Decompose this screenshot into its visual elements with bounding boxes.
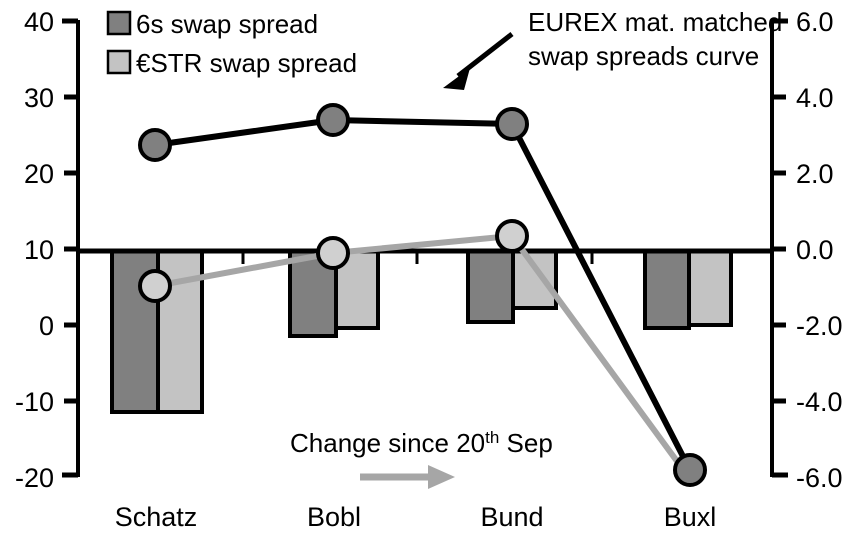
marker-eurex-bund bbox=[495, 107, 529, 141]
marker-change-bobl bbox=[316, 236, 350, 270]
right-tick-4: 4.0 bbox=[796, 83, 834, 113]
category-labels: Schatz Bobl Bund Buxl bbox=[115, 502, 717, 532]
annotation-change-callout: Change since 20th Sep bbox=[290, 428, 553, 489]
annotation-eurex-line2: swap spreads curve bbox=[528, 41, 759, 71]
right-tick-neg2: -2.0 bbox=[796, 311, 843, 341]
marker-eurex-buxl bbox=[673, 453, 707, 487]
bar-group-bobl bbox=[288, 249, 380, 338]
bar-group-buxl bbox=[643, 249, 733, 330]
right-tick-6: 6.0 bbox=[796, 7, 834, 37]
category-label-bund: Bund bbox=[480, 502, 543, 532]
legend: 6s swap spread €STR swap spread bbox=[106, 9, 357, 78]
bar-6s-bund bbox=[466, 249, 515, 324]
arrow-right-icon bbox=[360, 465, 455, 489]
annotation-change-superscript: th bbox=[485, 428, 499, 447]
left-tick-20: 20 bbox=[24, 159, 54, 189]
marker-eurex-schatz bbox=[138, 128, 172, 162]
category-label-buxl: Buxl bbox=[664, 502, 717, 532]
annotation-eurex-callout: EUREX mat. matched swap spreads curve bbox=[443, 7, 782, 90]
legend-swatch-6s-swap-spread bbox=[106, 10, 132, 36]
category-label-schatz: Schatz bbox=[115, 502, 198, 532]
left-axis-tick-labels: 40 30 20 10 0 -10 -20 bbox=[15, 7, 54, 493]
markers-change-since-20sep bbox=[138, 219, 529, 303]
right-tick-neg6: -6.0 bbox=[796, 463, 843, 493]
bar-estr-bund bbox=[511, 249, 558, 310]
bar-estr-bobl bbox=[334, 249, 380, 330]
line-eurex-swap-spreads bbox=[152, 117, 693, 473]
annotation-change-text-before: Change since 20 bbox=[290, 428, 485, 458]
legend-swatch-estr-swap-spread bbox=[106, 49, 132, 75]
arrow-down-left-icon bbox=[443, 32, 514, 90]
line-change-since-20sep bbox=[152, 233, 693, 482]
annotation-change-text-after: Sep bbox=[499, 428, 553, 458]
right-tick-2: 2.0 bbox=[796, 159, 834, 189]
left-tick-neg10: -10 bbox=[15, 387, 54, 417]
right-tick-neg4: -4.0 bbox=[796, 387, 843, 417]
category-label-bobl: Bobl bbox=[307, 502, 361, 532]
marker-change-schatz bbox=[138, 269, 172, 303]
bar-group-bund bbox=[466, 249, 558, 324]
left-tick-10: 10 bbox=[24, 235, 54, 265]
annotation-change-text: Change since 20th Sep bbox=[290, 428, 553, 458]
left-tick-0: 0 bbox=[39, 311, 54, 341]
legend-label-estr-swap-spread: €STR swap spread bbox=[136, 48, 357, 78]
marker-change-bund bbox=[495, 219, 529, 253]
right-tick-0: 0.0 bbox=[796, 235, 834, 265]
annotation-eurex-line1: EUREX mat. matched bbox=[528, 7, 782, 37]
right-axis-tick-labels: 6.0 4.0 2.0 0.0 -2.0 -4.0 -6.0 bbox=[796, 7, 843, 493]
bar-estr-buxl bbox=[687, 249, 733, 327]
left-tick-30: 30 bbox=[24, 83, 54, 113]
left-tick-40: 40 bbox=[24, 7, 54, 37]
marker-eurex-bobl bbox=[316, 103, 350, 137]
markers-eurex-swap-spreads bbox=[138, 103, 707, 487]
left-tick-neg20: -20 bbox=[15, 463, 54, 493]
bar-6s-buxl bbox=[643, 249, 691, 330]
legend-label-6s-swap-spread: 6s swap spread bbox=[136, 9, 318, 39]
